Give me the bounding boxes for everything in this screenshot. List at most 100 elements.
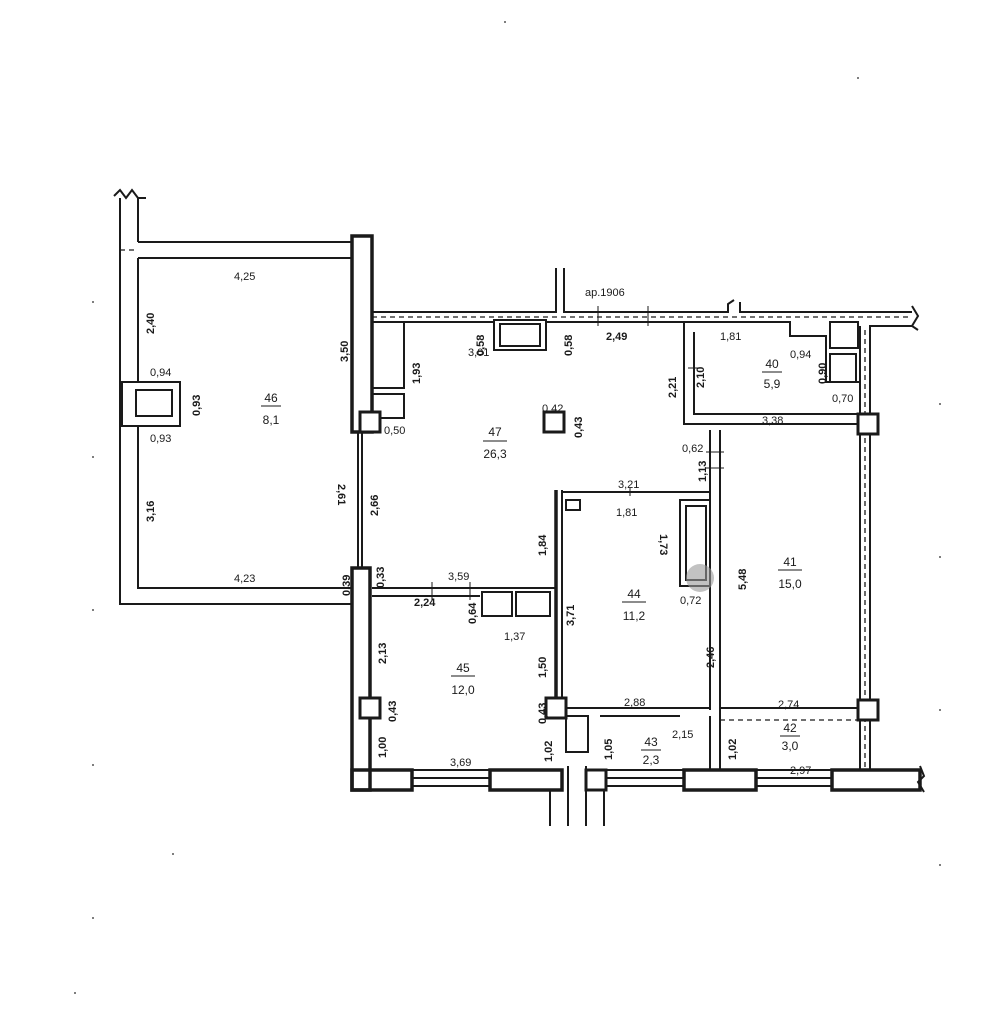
dim-0-70: 0,70 — [832, 393, 853, 405]
shaft-40-a — [829, 321, 859, 349]
wall-partition-46-47 — [350, 234, 374, 434]
room-area: 12,0 — [451, 683, 475, 697]
scan-specks — [74, 21, 941, 994]
niche-43 — [565, 715, 589, 753]
dim-2-10: 2,10 — [695, 367, 707, 388]
room-number: 41 — [783, 555, 797, 569]
dim-0-58-a: 0,58 — [475, 335, 487, 356]
niche-45-a — [481, 591, 513, 617]
dim-2-15: 2,15 — [672, 729, 693, 741]
room-42-label: 42 3,0 — [780, 721, 800, 753]
room-area: 8,1 — [263, 413, 280, 427]
room-area: 5,9 — [764, 377, 781, 391]
dim-2-13: 2,13 — [377, 643, 389, 664]
dim-1-00: 1,00 — [377, 737, 389, 758]
dim-3-69: 3,69 — [450, 757, 471, 769]
dim-0-62: 0,62 — [682, 443, 703, 455]
dim-0-39: 0,39 — [341, 575, 353, 596]
nook-44 — [565, 499, 581, 511]
wall-44-top — [561, 490, 710, 706]
wall-40-inner — [693, 332, 860, 415]
dim-0-93-a: 0,93 — [191, 395, 203, 416]
wall-46-inner — [137, 258, 352, 589]
dim-4-23: 4,23 — [234, 573, 255, 585]
room-area: 2,3 — [643, 753, 660, 767]
dim-5-48: 5,48 — [737, 569, 749, 590]
pier-1 — [350, 768, 414, 792]
vent-46-inner — [135, 389, 173, 417]
dim-2-24: 2,24 — [414, 597, 436, 609]
column-6 — [856, 698, 880, 722]
room-number: 44 — [627, 587, 641, 601]
wall-45-top — [372, 587, 556, 597]
dim-1-73: 1,73 — [657, 534, 669, 555]
room-number: 40 — [765, 357, 779, 371]
dim-3-21: 3,21 — [618, 479, 639, 491]
dim-1-50: 1,50 — [537, 657, 549, 678]
dim-4-25: 4,25 — [234, 271, 255, 283]
dimension-labels: 4,25 2,40 0,94 0,93 0,93 3,16 4,23 3,50 … — [145, 271, 853, 777]
dim-2-21: 2,21 — [667, 377, 679, 398]
dim-0-58-b: 0,58 — [563, 335, 575, 356]
shaft-40-b — [829, 353, 857, 383]
wall-46-outer — [119, 198, 352, 605]
niche-45-b — [515, 591, 551, 617]
room-41-label: 41 15,0 — [778, 555, 802, 591]
window-43 — [606, 769, 684, 787]
dim-1-05: 1,05 — [603, 739, 615, 760]
dim-0-90: 0,90 — [817, 363, 829, 384]
dim-0-93-b: 0,93 — [150, 433, 171, 445]
dim-2-49: 2,49 — [606, 331, 627, 343]
pier-3 — [682, 768, 758, 792]
dim-0-43-a: 0,43 — [573, 417, 585, 438]
dim-0-50: 0,50 — [384, 425, 405, 437]
column-4 — [358, 696, 382, 720]
wall-partition-45-west — [350, 566, 372, 792]
wall-43-42 — [709, 716, 721, 770]
room-40-label: 40 5,9 — [762, 357, 782, 391]
dimension-ticks — [431, 306, 724, 600]
dim-1-02-b: 1,02 — [727, 739, 739, 760]
columns — [121, 381, 880, 792]
break-mark-46 — [113, 188, 146, 200]
room-47-label: 47 26,3 — [483, 425, 507, 461]
dim-1-81-b: 1,81 — [616, 507, 637, 519]
column-5 — [544, 696, 568, 720]
dim-2-97: 2,97 — [790, 765, 811, 777]
dim-0-94-a: 0,94 — [150, 367, 171, 379]
wall-corridor-top — [562, 707, 860, 717]
room-labels: 46 8,1 47 26,3 40 5,9 41 15,0 44 11,2 45… — [261, 357, 802, 767]
dim-2-61: 2,61 — [335, 484, 347, 505]
dim-0-33: 0,33 — [375, 567, 387, 588]
room-43-label: 43 2,3 — [641, 735, 661, 767]
dim-3-59: 3,59 — [448, 571, 469, 583]
wall-east — [859, 325, 912, 770]
apartment-ref: ap.1906 — [585, 287, 625, 299]
column-7 — [584, 768, 608, 792]
room-area: 11,2 — [623, 609, 646, 623]
dim-1-81-a: 1,81 — [720, 331, 741, 343]
room-number: 45 — [456, 661, 470, 675]
column-3 — [856, 412, 880, 436]
dim-1-02-a: 1,02 — [543, 741, 555, 762]
dim-1-13: 1,13 — [697, 461, 709, 482]
niche-47-west — [372, 321, 405, 419]
dim-0-64: 0,64 — [467, 602, 479, 624]
pier-4 — [830, 768, 922, 792]
dim-3-50: 3,50 — [339, 341, 351, 362]
column-2 — [542, 410, 566, 434]
dim-2-74: 2,74 — [778, 699, 799, 711]
dim-0-43-b: 0,43 — [387, 701, 399, 722]
room-45-label: 45 12,0 — [451, 661, 475, 697]
window-45 — [412, 769, 490, 787]
dim-3-38: 3,38 — [762, 415, 783, 427]
dim-1-93: 1,93 — [411, 363, 423, 384]
room-number: 42 — [783, 721, 797, 735]
dim-3-16: 3,16 — [145, 501, 157, 522]
room-44-label: 44 11,2 — [622, 587, 646, 623]
dim-2-66: 2,66 — [369, 495, 381, 516]
room-46-label: 46 8,1 — [261, 391, 281, 427]
niche-47-top-inner — [499, 323, 541, 347]
marker-circle — [686, 564, 714, 592]
